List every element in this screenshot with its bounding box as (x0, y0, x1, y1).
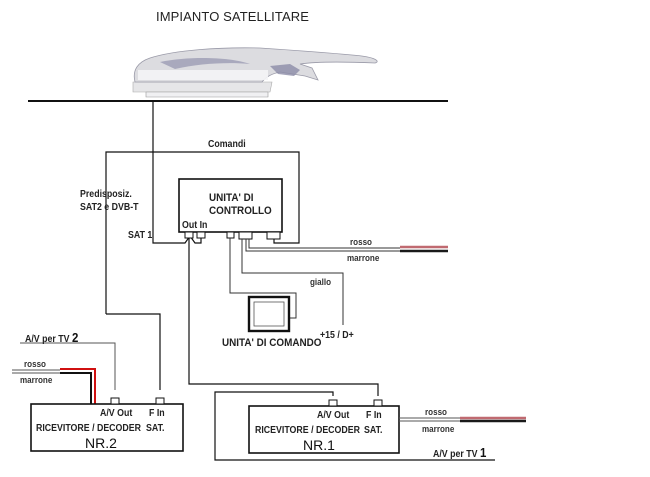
control-unit-label-1: UNITA' DI (209, 192, 254, 204)
av-tv1-cable (214, 391, 495, 461)
nr2-av-tv-text: A/V per TV (25, 334, 70, 345)
giallo-cable (241, 239, 344, 325)
nr1-av-tv-label: A/V per TV 1 (433, 446, 486, 460)
nr2-name-label: RICEVITORE / DECODER (36, 423, 141, 434)
nr1-av-tv-text: A/V per TV (433, 449, 478, 460)
nr2-av-tv-number: 2 (71, 330, 79, 345)
nr2-rosso-label: rosso (24, 359, 46, 370)
nr1-marrone-label: marrone (422, 424, 455, 435)
control-unit-connectors (184, 231, 281, 240)
nr2-sat-label: SAT. (146, 423, 165, 434)
nr1-rosso-label: rosso (425, 407, 447, 418)
nr1-f-in-label: F In (366, 410, 382, 421)
power-label: +15 / D+ (320, 330, 354, 341)
nr1-number-label: NR.1 (303, 437, 335, 453)
nr2-number-label: NR.2 (85, 435, 117, 451)
predisposiz-label-1: Predisposiz. (80, 189, 132, 200)
rosso-label-top: rosso (350, 237, 372, 248)
command-unit-cable (229, 238, 297, 319)
comandi-label: Comandi (208, 139, 246, 150)
receiver-nr2-box (30, 403, 184, 452)
out-in-label: Out In (182, 220, 208, 231)
satellite-antenna (132, 47, 378, 98)
nr2-av-out-label: A/V Out (100, 408, 133, 419)
giallo-label: giallo (310, 277, 332, 288)
nr1-sat-label: SAT. (364, 425, 383, 436)
nr1-name-label: RICEVITORE / DECODER (255, 425, 360, 436)
control-unit-box (178, 178, 283, 233)
nr2-av-tv-label: A/V per TV 2 (25, 331, 78, 345)
nr1-f-connector (373, 399, 383, 407)
command-unit-label: UNITA' DI COMANDO (222, 337, 322, 349)
sat1-cable (152, 152, 191, 244)
black-power-nr2 (60, 372, 92, 404)
control-unit-label-2: CONTROLLO (209, 205, 272, 217)
nr1-av-out-label: A/V Out (317, 410, 350, 421)
nr2-f-connector (155, 397, 165, 405)
av-tv2-cable (20, 342, 116, 390)
nr2-marrone-label: marrone (20, 375, 53, 386)
out-to-nr1-cable (188, 238, 379, 396)
comandi-cable (105, 151, 300, 314)
red-power-nr2 (60, 368, 96, 404)
sat1-label: SAT 1 (128, 230, 153, 241)
diagram-title: IMPIANTO SATELLITARE (156, 9, 309, 24)
predisposiz-label-2: SAT2 e DVB-T (80, 202, 139, 213)
nr2-av-connector (110, 397, 120, 405)
marrone-label-top: marrone (347, 253, 380, 264)
receiver-nr1-box (248, 405, 400, 454)
nr2-f-in-label: F In (149, 408, 165, 419)
nr1-av-tv-number: 1 (479, 445, 487, 460)
predisposiz-to-nr2-cable (106, 313, 161, 390)
nr1-av-connector (328, 399, 338, 407)
